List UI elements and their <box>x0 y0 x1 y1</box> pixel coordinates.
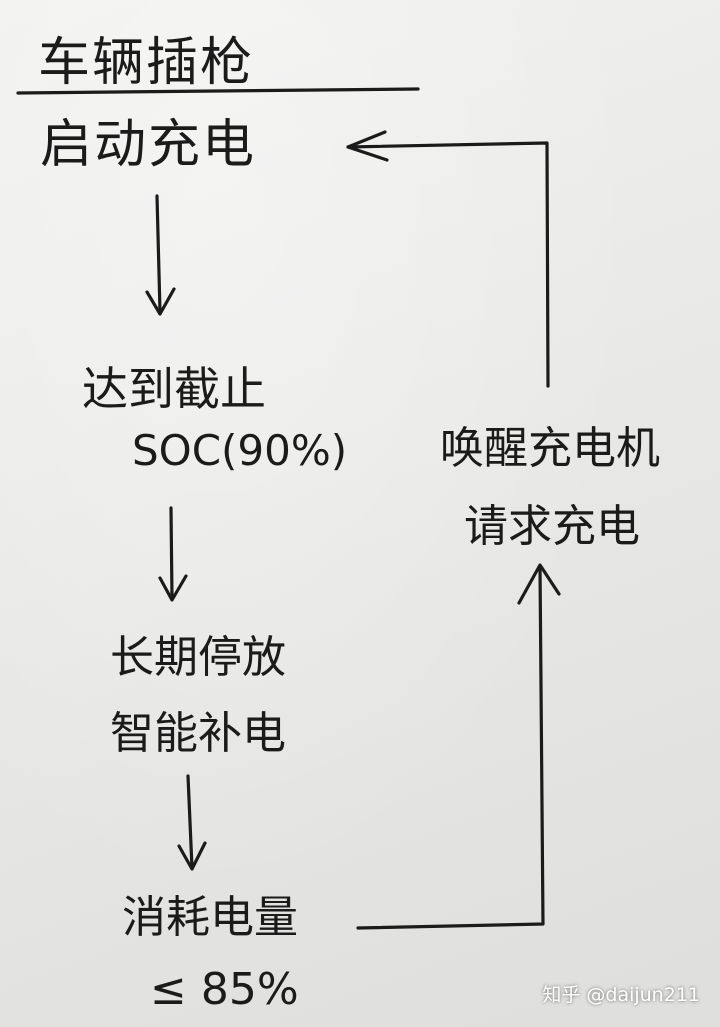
arrow-wake-to-start-head <box>346 130 389 162</box>
node-reach-cutoff: 达到截止 SOC(90%) <box>82 358 347 482</box>
node-consume-line2: ≤ 85% <box>150 964 299 1015</box>
arrow-consume-to-wake-head <box>517 563 561 605</box>
node-long-park: 长期停放 智能补电 <box>110 620 286 772</box>
arrow-wake-to-start <box>346 141 550 388</box>
arrow-cutoff-to-park-head <box>158 574 188 602</box>
node-wake-line2: 请求充电 <box>464 501 640 552</box>
arrow-start-to-cutoff-head <box>145 287 176 316</box>
arrow-consume-to-wake <box>356 564 545 930</box>
node-wake: 唤醒充电机 请求充电 <box>440 410 660 566</box>
node-consume: 消耗电量 ≤ 85% <box>122 882 299 1026</box>
arrow-park-to-consume <box>186 774 194 870</box>
arrow-park-to-consume-head <box>177 841 207 871</box>
node-start-charging-text: 启动充电 <box>40 115 257 175</box>
node-wake-line1: 唤醒充电机 <box>440 423 660 474</box>
node-long-park-line2: 智能补电 <box>110 708 286 759</box>
node-reach-cutoff-line2: SOC(90%) <box>132 426 348 475</box>
watermark: 知乎 @daijun211 <box>542 984 700 1006</box>
arrow-start-to-cutoff <box>155 194 162 314</box>
title-divider <box>16 87 420 95</box>
node-plug-in-text: 车辆插枪 <box>38 33 255 93</box>
arrow-cutoff-to-park <box>169 506 174 600</box>
node-plug-in: 车辆插枪 <box>38 20 254 95</box>
node-consume-line1: 消耗电量 <box>122 892 298 943</box>
node-reach-cutoff-line1: 达到截止 <box>82 362 266 416</box>
node-long-park-line1: 长期停放 <box>110 632 286 683</box>
node-start-charging: 启动充电 <box>40 102 256 177</box>
